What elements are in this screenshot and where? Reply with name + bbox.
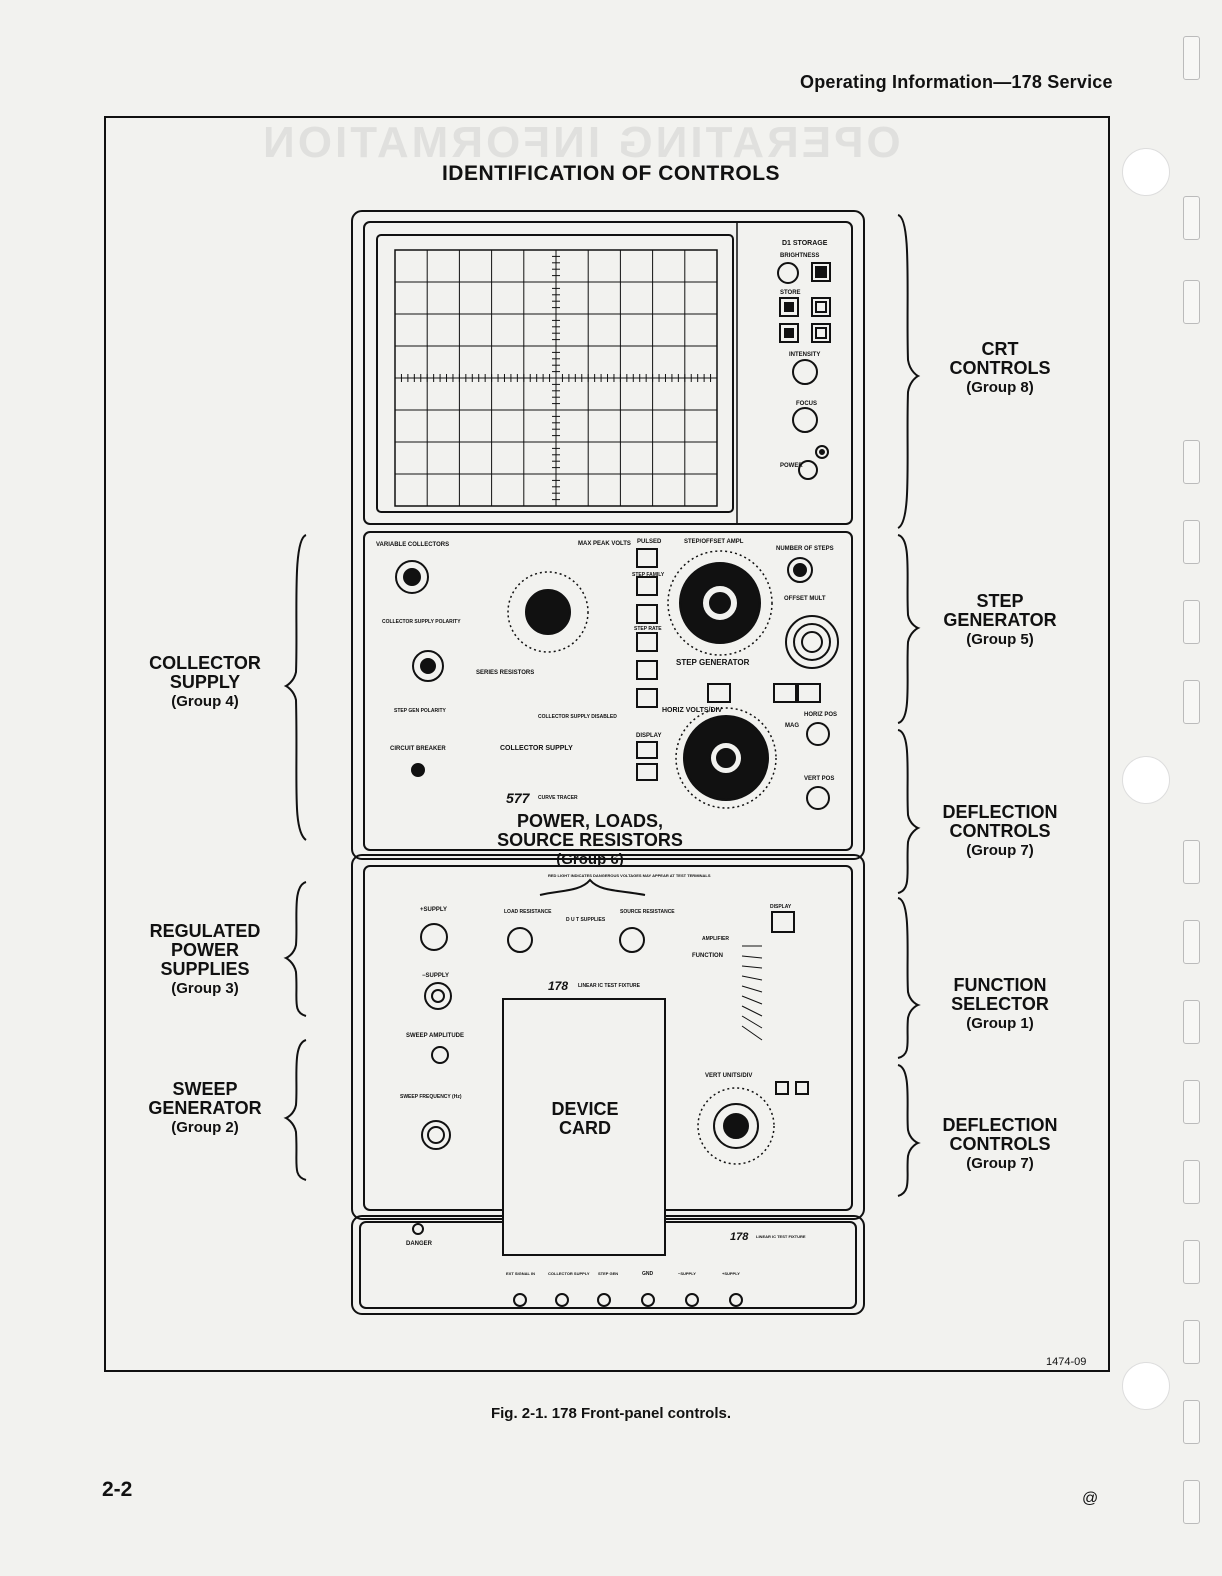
punch-hole [1122, 1362, 1170, 1410]
group-label-step-generator: STEP GENERATOR (Group 5) [943, 591, 1057, 649]
svg-text:NUMBER OF STEPS: NUMBER OF STEPS [776, 546, 834, 552]
svg-text:−SUPPLY: −SUPPLY [422, 973, 449, 979]
label-device-card: DEVICE CARD [551, 1099, 619, 1138]
svg-text:+SUPPLY: +SUPPLY [722, 1271, 740, 1276]
svg-text:STEP/OFFSET AMPL: STEP/OFFSET AMPL [684, 539, 744, 545]
svg-text:SWEEP FREQUENCY (Hz): SWEEP FREQUENCY (Hz) [400, 1094, 462, 1100]
group-label-deflection-controls-lower: DEFLECTION CONTROLS (Group 7) [942, 1115, 1058, 1173]
punch-hole [1122, 756, 1170, 804]
svg-text:COLLECTOR SUPPLY POLARITY: COLLECTOR SUPPLY POLARITY [382, 619, 461, 625]
label-178-brand-base: 178 [730, 1231, 749, 1243]
svg-text:DISPLAY: DISPLAY [770, 904, 792, 910]
svg-text:STEP FAMILY: STEP FAMILY [632, 572, 665, 578]
svg-text:PULSED: PULSED [637, 539, 662, 545]
svg-text:D U T SUPPLIES: D U T SUPPLIES [566, 917, 606, 923]
crt-screen [376, 222, 738, 524]
binder-tab [1183, 1480, 1200, 1524]
binder-tab [1183, 1000, 1200, 1044]
binder-tab [1183, 1320, 1200, 1364]
group-label-power-loads: POWER, LOADS, SOURCE RESISTORS (Group 6) [497, 811, 683, 869]
label-d1-storage: D1 STORAGE [782, 240, 828, 247]
svg-text:SOURCE RESISTANCE: SOURCE RESISTANCE [620, 909, 675, 915]
svg-text:CURVE TRACER: CURVE TRACER [538, 795, 578, 801]
svg-text:COLLECTOR SUPPLY DISABLED: COLLECTOR SUPPLY DISABLED [538, 714, 617, 720]
figure-frame [104, 116, 1110, 1372]
copyright-mark: @ [1082, 1490, 1099, 1507]
svg-text:EXT SIGNAL IN: EXT SIGNAL IN [506, 1271, 535, 1276]
svg-text:DANGER: DANGER [406, 1241, 433, 1247]
svg-text:−SUPPLY: −SUPPLY [678, 1271, 696, 1276]
group-label-deflection-controls-upper: DEFLECTION CONTROLS (Group 7) [942, 802, 1058, 860]
group-label-collector-supply: COLLECTOR SUPPLY (Group 4) [149, 653, 261, 711]
binder-tab [1183, 1160, 1200, 1204]
binder-tab [1183, 196, 1200, 240]
svg-text:RED LIGHT INDICATES DANGEROUS: RED LIGHT INDICATES DANGEROUS VOLTAGES M… [548, 873, 711, 878]
label-577-brand: 577 [506, 790, 531, 806]
binder-tab [1183, 600, 1200, 644]
svg-text:STEP GEN: STEP GEN [598, 1271, 618, 1276]
binder-tab [1183, 440, 1200, 484]
svg-text:LOAD RESISTANCE: LOAD RESISTANCE [504, 909, 552, 915]
svg-text:GND: GND [642, 1271, 654, 1277]
running-header: Operating Information—178 Service [800, 72, 1113, 92]
svg-text:OFFSET MULT: OFFSET MULT [784, 596, 826, 602]
svg-text:SERIES RESISTORS: SERIES RESISTORS [476, 670, 534, 676]
group-label-crt-controls: CRT CONTROLS (Group 8) [949, 339, 1051, 397]
svg-text:BRIGHTNESS: BRIGHTNESS [780, 253, 819, 259]
svg-text:INTENSITY: INTENSITY [789, 352, 820, 358]
svg-text:LINEAR IC TEST FIXTURE: LINEAR IC TEST FIXTURE [756, 1234, 806, 1239]
binder-tab [1183, 1400, 1200, 1444]
figure-title: IDENTIFICATION OF CONTROLS [441, 162, 781, 185]
svg-text:CIRCUIT BREAKER: CIRCUIT BREAKER [390, 746, 446, 752]
crt-controls-area [777, 262, 831, 480]
svg-text:DISPLAY: DISPLAY [636, 733, 661, 739]
svg-text:COLLECTOR SUPPLY: COLLECTOR SUPPLY [500, 745, 573, 752]
svg-text:SWEEP AMPLITUDE: SWEEP AMPLITUDE [406, 1033, 464, 1039]
figure-id: 1474-09 [1046, 1356, 1087, 1368]
binder-tab [1183, 280, 1200, 324]
label-178-brand: 178 [548, 979, 568, 993]
svg-text:AMPLIFIER: AMPLIFIER [702, 936, 729, 942]
binder-tab [1183, 1080, 1200, 1124]
figure-caption: Fig. 2-1. 178 Front-panel controls. [490, 1405, 732, 1422]
binder-tab [1183, 1240, 1200, 1284]
binder-tab [1183, 920, 1200, 964]
group-label-sweep-generator: SWEEP GENERATOR (Group 2) [148, 1079, 262, 1137]
svg-text:FUNCTION: FUNCTION [692, 953, 723, 959]
svg-text:+SUPPLY: +SUPPLY [420, 907, 447, 913]
svg-text:COLLECTOR SUPPLY: COLLECTOR SUPPLY [548, 1271, 590, 1276]
binder-tab [1183, 680, 1200, 724]
page-number: 2-2 [102, 1478, 133, 1501]
binder-tab [1183, 36, 1200, 80]
svg-text:HORIZ VOLTS/DIV: HORIZ VOLTS/DIV [662, 707, 722, 714]
svg-text:POWER: POWER [780, 463, 803, 469]
punch-hole [1122, 148, 1170, 196]
svg-text:FOCUS: FOCUS [796, 401, 817, 407]
svg-text:VARIABLE COLLECTORS: VARIABLE COLLECTORS [376, 542, 449, 548]
svg-text:LINEAR IC TEST FIXTURE: LINEAR IC TEST FIXTURE [578, 983, 641, 989]
svg-text:HORIZ POS: HORIZ POS [804, 712, 837, 718]
binder-tab [1183, 520, 1200, 564]
binder-tab [1183, 840, 1200, 884]
svg-text:MAG: MAG [785, 723, 799, 729]
svg-text:STORE: STORE [780, 290, 801, 296]
svg-text:STEP RATE: STEP RATE [634, 626, 662, 632]
svg-text:MAX PEAK VOLTS: MAX PEAK VOLTS [578, 541, 631, 547]
svg-text:VERT POS: VERT POS [804, 776, 834, 782]
svg-text:STEP GEN POLARITY: STEP GEN POLARITY [394, 708, 447, 714]
svg-text:STEP GENERATOR: STEP GENERATOR [676, 658, 750, 667]
group-label-function-selector: FUNCTION SELECTOR (Group 1) [951, 975, 1049, 1033]
svg-text:VERT UNITS/DIV: VERT UNITS/DIV [705, 1073, 752, 1079]
group-label-regulated-power-supplies: REGULATED POWER SUPPLIES (Group 3) [149, 921, 261, 998]
